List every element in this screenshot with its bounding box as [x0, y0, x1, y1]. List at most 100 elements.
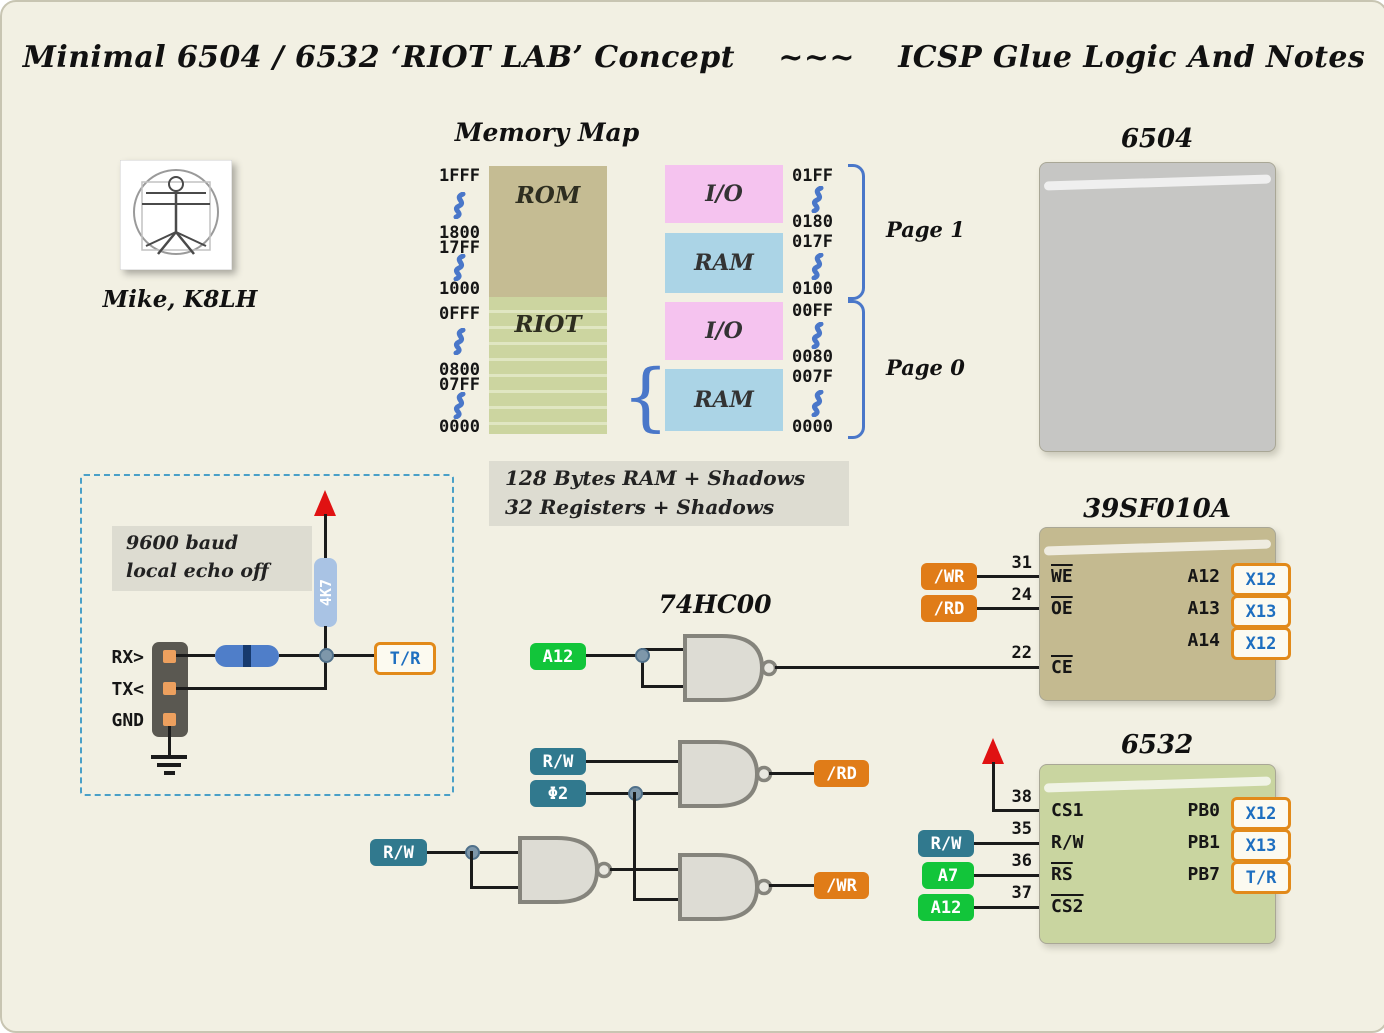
address-label: 1800: [439, 223, 480, 243]
address-label: 007F: [792, 367, 833, 387]
connector-pin: [163, 650, 176, 663]
ram-label: RAM: [694, 250, 754, 276]
gnd-label: GND: [111, 710, 144, 731]
pin-number: 24: [1011, 585, 1032, 605]
io-label: I/O: [705, 181, 743, 207]
resistor-band: [243, 645, 251, 667]
wr-output-badge: /WR: [814, 872, 869, 899]
pin-name-pb0: PB0: [1187, 800, 1220, 821]
wire: [586, 760, 680, 763]
wire: [168, 726, 171, 756]
icsp-badge: X12: [1231, 797, 1291, 830]
memory-map-title: Memory Map: [454, 118, 640, 147]
wire: [974, 906, 1039, 909]
tx-label: TX<: [111, 679, 144, 700]
memory-block-ram-page1: RAM: [665, 233, 783, 293]
wire: [641, 685, 686, 688]
wire: [769, 772, 814, 775]
wire: [176, 654, 215, 657]
address-label: 0000: [439, 417, 480, 437]
icsp-badge: X13: [1231, 829, 1291, 862]
icsp-badge: X12: [1231, 563, 1291, 596]
pullup-resistor-label: 4K7: [316, 578, 335, 607]
glue-logic-title: 74HC00: [658, 590, 772, 619]
chip-gloss: [1043, 539, 1272, 556]
pin-name-a12: A12: [1187, 566, 1220, 587]
pin-number: 38: [1011, 787, 1032, 807]
io-label: I/O: [705, 318, 743, 344]
break-icon: [453, 254, 466, 281]
wire: [633, 898, 680, 901]
pin-name-pb7: PB7: [1187, 864, 1220, 885]
serial-section-border: [80, 474, 454, 796]
wire: [470, 886, 520, 889]
power-arrow-icon: [982, 738, 1004, 764]
junction-dot: [319, 648, 334, 663]
ground-icon: [164, 771, 175, 775]
connector-pin: [163, 713, 176, 726]
address-label: 0180: [792, 212, 833, 232]
rom-label: ROM: [515, 182, 581, 209]
a7-input-badge: A7: [922, 862, 974, 889]
rw-signal-badge: R/W: [370, 839, 427, 866]
page0-bracket: [848, 300, 865, 439]
address-label: 0080: [792, 347, 833, 367]
brace-icon: {: [622, 354, 670, 440]
rx-label: RX>: [111, 647, 144, 668]
address-label: 1FFF: [439, 166, 480, 186]
junction-dot: [635, 648, 650, 663]
memory-block-io-page0: I/O: [665, 302, 783, 360]
address-label: 00FF: [792, 301, 833, 321]
ram-label: RAM: [694, 387, 754, 413]
memory-block-rom: ROM: [489, 166, 607, 297]
wire: [974, 842, 1039, 845]
pin-number: 35: [1011, 819, 1032, 839]
address-label: 017F: [792, 232, 833, 252]
page1-label: Page 1: [886, 217, 965, 242]
wire: [992, 762, 995, 811]
a12-signal-badge: A12: [530, 643, 586, 670]
memory-note-line1: 128 Bytes RAM + Shadows: [505, 466, 806, 490]
pin-name-cs1: CS1: [1051, 800, 1084, 821]
pin-number: 31: [1011, 553, 1032, 573]
ground-icon: [157, 763, 181, 767]
wire: [775, 666, 1039, 669]
tr-node-badge: T/R: [374, 642, 436, 675]
pin-number: 36: [1011, 851, 1032, 871]
phi2-signal-badge: Φ2: [530, 780, 586, 807]
wire: [610, 868, 680, 871]
cpu-title: 6504: [1120, 124, 1194, 154]
nand-gate: [678, 853, 773, 921]
break-icon: [811, 253, 824, 280]
cpu-chip: [1039, 162, 1276, 452]
wire: [641, 648, 644, 688]
nand-gate: [683, 634, 778, 702]
memory-notes: 128 Bytes RAM + Shadows 32 Registers + S…: [489, 461, 849, 526]
serial-note-line2: local echo off: [126, 560, 269, 582]
break-icon: [453, 192, 466, 219]
page-title: Minimal 6504 / 6532 ‘RIOT LAB’ Concept ~…: [22, 40, 1366, 75]
pin-name-we: WE: [1051, 566, 1073, 587]
pin-name-ce: CE: [1051, 657, 1073, 678]
wr-input-badge: /WR: [921, 563, 977, 590]
rw-signal-badge: R/W: [530, 748, 586, 775]
wire: [974, 874, 1039, 877]
wire: [324, 514, 327, 559]
wire: [586, 654, 643, 657]
break-icon: [811, 186, 824, 213]
nand-gate: [678, 740, 773, 808]
pin-name-a13: A13: [1187, 598, 1220, 619]
wire: [176, 687, 327, 690]
wire: [992, 809, 1039, 812]
rw-input-badge: R/W: [918, 830, 974, 857]
wire: [641, 648, 686, 651]
memory-block-riot: RIOT: [489, 297, 607, 434]
ground-icon: [151, 755, 187, 759]
series-resistor: [215, 645, 279, 667]
address-label: 0100: [792, 279, 833, 299]
wire: [470, 851, 473, 889]
page1-bracket: [848, 164, 865, 300]
address-label: 07FF: [439, 375, 480, 395]
pin-name-rs: RS: [1051, 864, 1073, 885]
